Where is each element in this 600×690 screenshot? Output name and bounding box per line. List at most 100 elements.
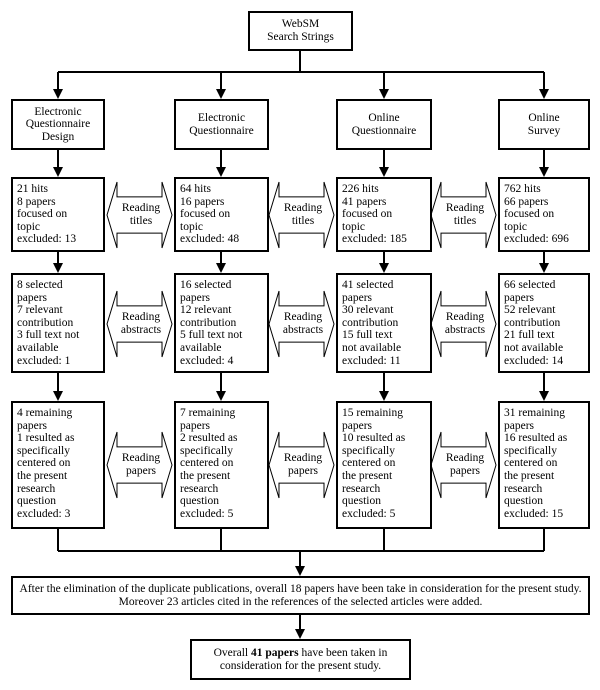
- header-line: Electronic: [197, 111, 246, 124]
- hits-box-online-survey: 762 hits 66 papers focused on topic excl…: [498, 177, 590, 252]
- header-line: Online: [368, 111, 400, 124]
- final-prefix: Overall: [213, 646, 251, 659]
- final-total-box: Overall 41 papers have been taken in con…: [190, 639, 411, 680]
- selected-line: excluded: 4: [180, 354, 234, 367]
- duplicates-summary-box: After the elimination of the duplicate p…: [11, 576, 590, 615]
- hits-line: excluded: 13: [17, 233, 77, 246]
- label-line: Reading: [445, 202, 485, 214]
- remaining-line: the present: [180, 469, 231, 482]
- selected-line: not available: [504, 341, 564, 354]
- remaining-line: the present: [504, 469, 555, 482]
- hits-line: topic: [180, 220, 203, 233]
- selected-line: 52 relevant: [504, 304, 556, 317]
- remaining-line: 2 resulted as: [180, 432, 238, 445]
- selected-box-online-survey: 66 selected papers 52 relevant contribut…: [498, 273, 590, 373]
- remaining-line: specifically: [180, 444, 234, 457]
- remaining-line: papers: [180, 419, 211, 432]
- remaining-line: excluded: 3: [17, 507, 71, 520]
- reading-abstracts-label: Reading abstracts: [113, 311, 169, 337]
- selected-line: 3 full text not: [17, 329, 80, 342]
- hits-line: 8 papers: [17, 195, 56, 208]
- hits-line: focused on: [342, 208, 393, 221]
- selected-line: 5 full text not: [180, 329, 243, 342]
- reading-abstracts-arrow: [268, 290, 335, 358]
- remaining-line: specifically: [17, 444, 71, 457]
- reading-papers-arrow: [268, 431, 335, 499]
- hits-line: excluded: 696: [504, 233, 569, 246]
- reading-papers-label: Reading papers: [437, 452, 493, 478]
- remaining-line: papers: [504, 419, 535, 432]
- remaining-box-online-survey: 31 remaining papers 16 resulted as speci…: [498, 401, 590, 529]
- hits-line: focused on: [17, 208, 68, 221]
- selected-line: 21 full text: [504, 329, 555, 342]
- label-line: Reading: [283, 311, 323, 323]
- selected-line: contribution: [504, 316, 561, 329]
- remaining-line: 1 resulted as: [17, 432, 75, 445]
- label-line: titles: [291, 215, 315, 227]
- remaining-line: papers: [17, 419, 48, 432]
- hits-line: excluded: 185: [342, 233, 407, 246]
- reading-abstracts-label: Reading abstracts: [275, 311, 331, 337]
- header-box-online-survey: Online Survey: [498, 99, 590, 150]
- remaining-line: question: [504, 495, 543, 508]
- remaining-line: 7 remaining: [180, 407, 236, 419]
- final-line-1: Overall 41 papers have been taken in: [214, 647, 388, 660]
- header-line: Design: [41, 130, 75, 143]
- top-box-line-1: WebSM: [281, 18, 320, 31]
- selected-line: papers: [504, 291, 535, 304]
- remaining-line: the present: [342, 469, 393, 482]
- remaining-line: 16 resulted as: [504, 432, 568, 445]
- remaining-line: research: [342, 482, 381, 495]
- reading-titles-label: Reading titles: [437, 202, 493, 228]
- reading-abstracts-label: Reading abstracts: [437, 311, 493, 337]
- remaining-line: excluded: 5: [180, 507, 234, 520]
- remaining-line: excluded: 15: [504, 507, 564, 520]
- hits-line: 16 papers: [180, 195, 225, 208]
- selected-box-online-questionnaire: 41 selected papers 30 relevant contribut…: [336, 273, 432, 373]
- selected-line: excluded: 11: [342, 354, 401, 367]
- selected-box-electronic-questionnaire-design: 8 selected papers 7 relevant contributio…: [11, 273, 105, 373]
- remaining-line: centered on: [342, 457, 396, 470]
- label-line: abstracts: [444, 324, 486, 336]
- selected-line: 7 relevant: [17, 304, 63, 317]
- final-line-2: consideration for the present study.: [219, 659, 382, 672]
- remaining-line: centered on: [180, 457, 234, 470]
- reading-titles-arrow: [430, 181, 497, 249]
- label-line: papers: [449, 465, 480, 477]
- reading-papers-label: Reading papers: [275, 452, 331, 478]
- header-box-online-questionnaire: Online Questionnaire: [336, 99, 432, 150]
- selected-line: contribution: [342, 316, 399, 329]
- selected-line: available: [180, 341, 222, 354]
- reading-papers-label: Reading papers: [113, 452, 169, 478]
- hits-line: topic: [17, 220, 40, 233]
- label-line: papers: [125, 465, 156, 477]
- remaining-line: research: [17, 482, 56, 495]
- top-box-line-2: Search Strings: [267, 31, 334, 43]
- label-line: abstracts: [120, 324, 162, 336]
- reading-titles-arrow: [268, 181, 335, 249]
- remaining-line: question: [180, 495, 219, 508]
- header-box-electronic-questionnaire-design: Electronic Questionnaire Design: [11, 99, 105, 150]
- remaining-line: 15 remaining: [342, 407, 403, 419]
- reading-abstracts-arrow: [106, 290, 173, 358]
- remaining-line: specifically: [342, 444, 396, 457]
- reading-papers-arrow: [106, 431, 173, 499]
- selected-line: contribution: [180, 316, 237, 329]
- remaining-line: the present: [17, 469, 68, 482]
- final-suffix: have been taken in: [298, 646, 388, 659]
- remaining-line: question: [17, 495, 56, 508]
- selected-line: 41 selected: [342, 279, 394, 291]
- remaining-line: question: [342, 495, 381, 508]
- hits-line: 66 papers: [504, 195, 549, 208]
- label-line: papers: [287, 465, 318, 477]
- remaining-line: 4 remaining: [17, 407, 73, 419]
- remaining-line: 10 resulted as: [342, 432, 406, 445]
- remaining-line: excluded: 5: [342, 507, 396, 520]
- header-line: Survey: [527, 124, 561, 137]
- selected-line: contribution: [17, 316, 74, 329]
- selected-line: 16 selected: [180, 279, 232, 291]
- reading-titles-label: Reading titles: [275, 202, 331, 228]
- remaining-line: 31 remaining: [504, 407, 565, 419]
